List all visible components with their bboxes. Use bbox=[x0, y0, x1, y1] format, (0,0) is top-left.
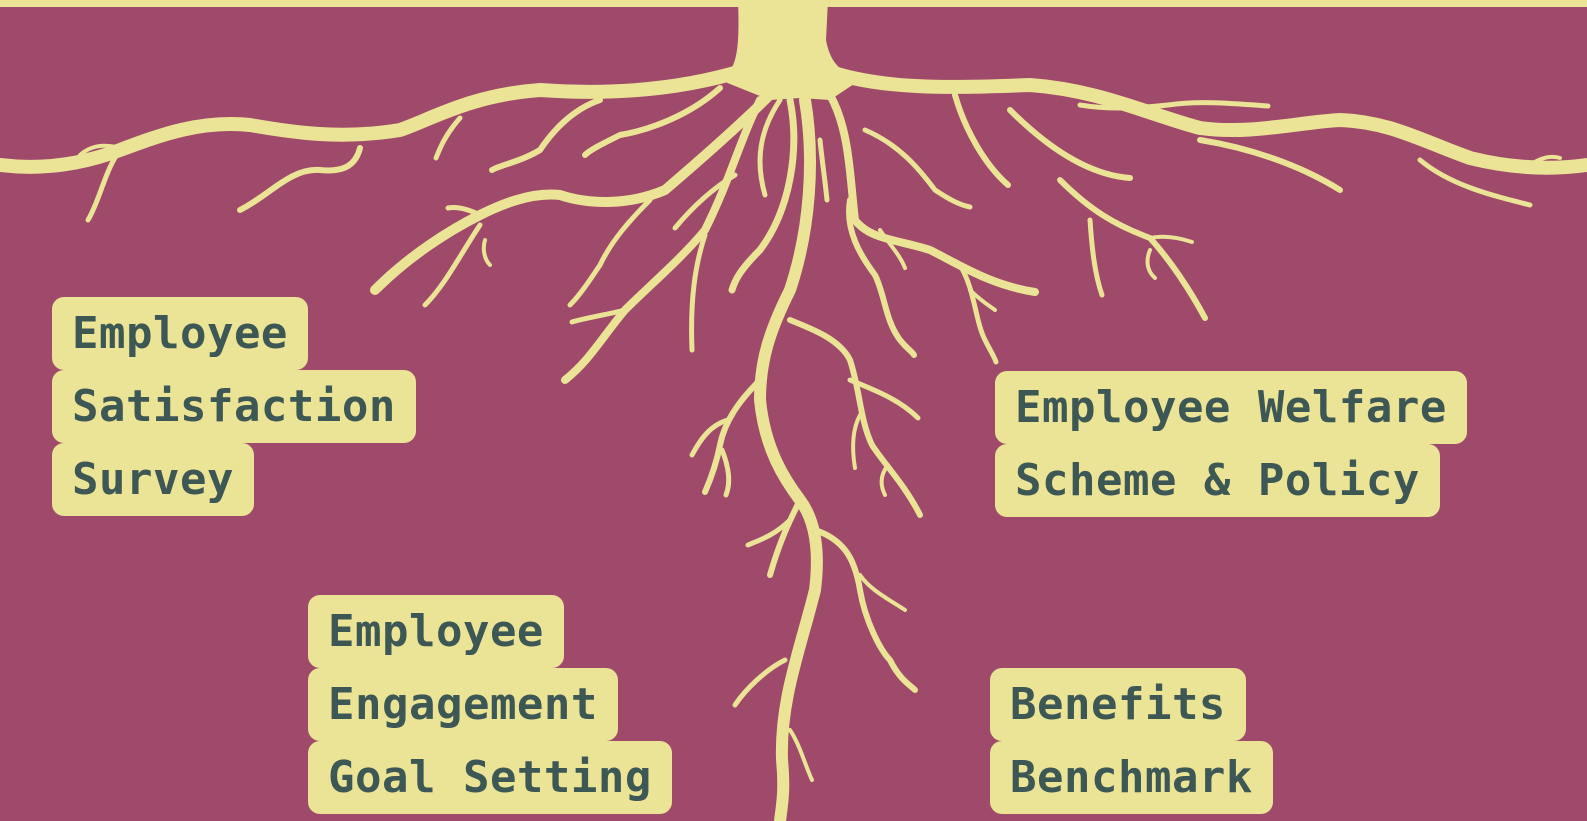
label-line: Satisfaction bbox=[52, 370, 416, 443]
label-line: Employee bbox=[308, 595, 564, 668]
label-line: Employee bbox=[52, 297, 308, 370]
label-line: Survey bbox=[52, 443, 254, 516]
employee-welfare-scheme-policy-label: Employee Welfare Scheme & Policy bbox=[995, 371, 1467, 517]
label-line: Benefits bbox=[990, 668, 1246, 741]
label-line: Goal Setting bbox=[308, 741, 672, 814]
employee-satisfaction-survey-label: Employee Satisfaction Survey bbox=[52, 297, 416, 516]
benefits-benchmark-label: Benefits Benchmark bbox=[990, 668, 1273, 814]
employee-engagement-goal-setting-label: Employee Engagement Goal Setting bbox=[308, 595, 672, 814]
label-line: Benchmark bbox=[990, 741, 1273, 814]
label-line: Employee Welfare bbox=[995, 371, 1467, 444]
label-line: Scheme & Policy bbox=[995, 444, 1440, 517]
label-line: Engagement bbox=[308, 668, 618, 741]
